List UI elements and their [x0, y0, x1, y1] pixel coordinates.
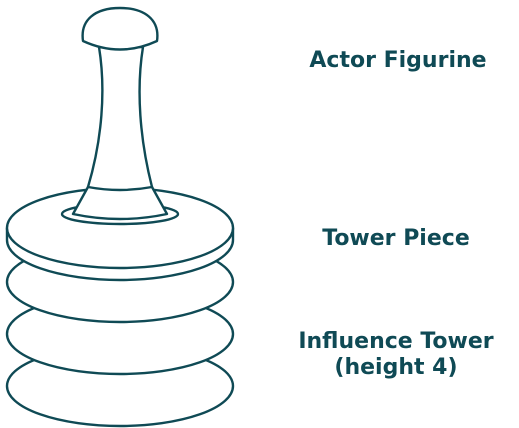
actor-head	[83, 8, 158, 50]
actor-figurine	[73, 8, 167, 219]
label-influence-tower: Influence Tower (height 4)	[276, 329, 516, 382]
label-tower-piece: Tower Piece	[296, 226, 496, 252]
label-actor-figurine: Actor Figurine	[298, 48, 498, 74]
label-influence-tower-line1: Influence Tower	[276, 329, 516, 355]
label-influence-tower-line2: (height 4)	[276, 355, 516, 381]
actor-body	[73, 47, 167, 219]
